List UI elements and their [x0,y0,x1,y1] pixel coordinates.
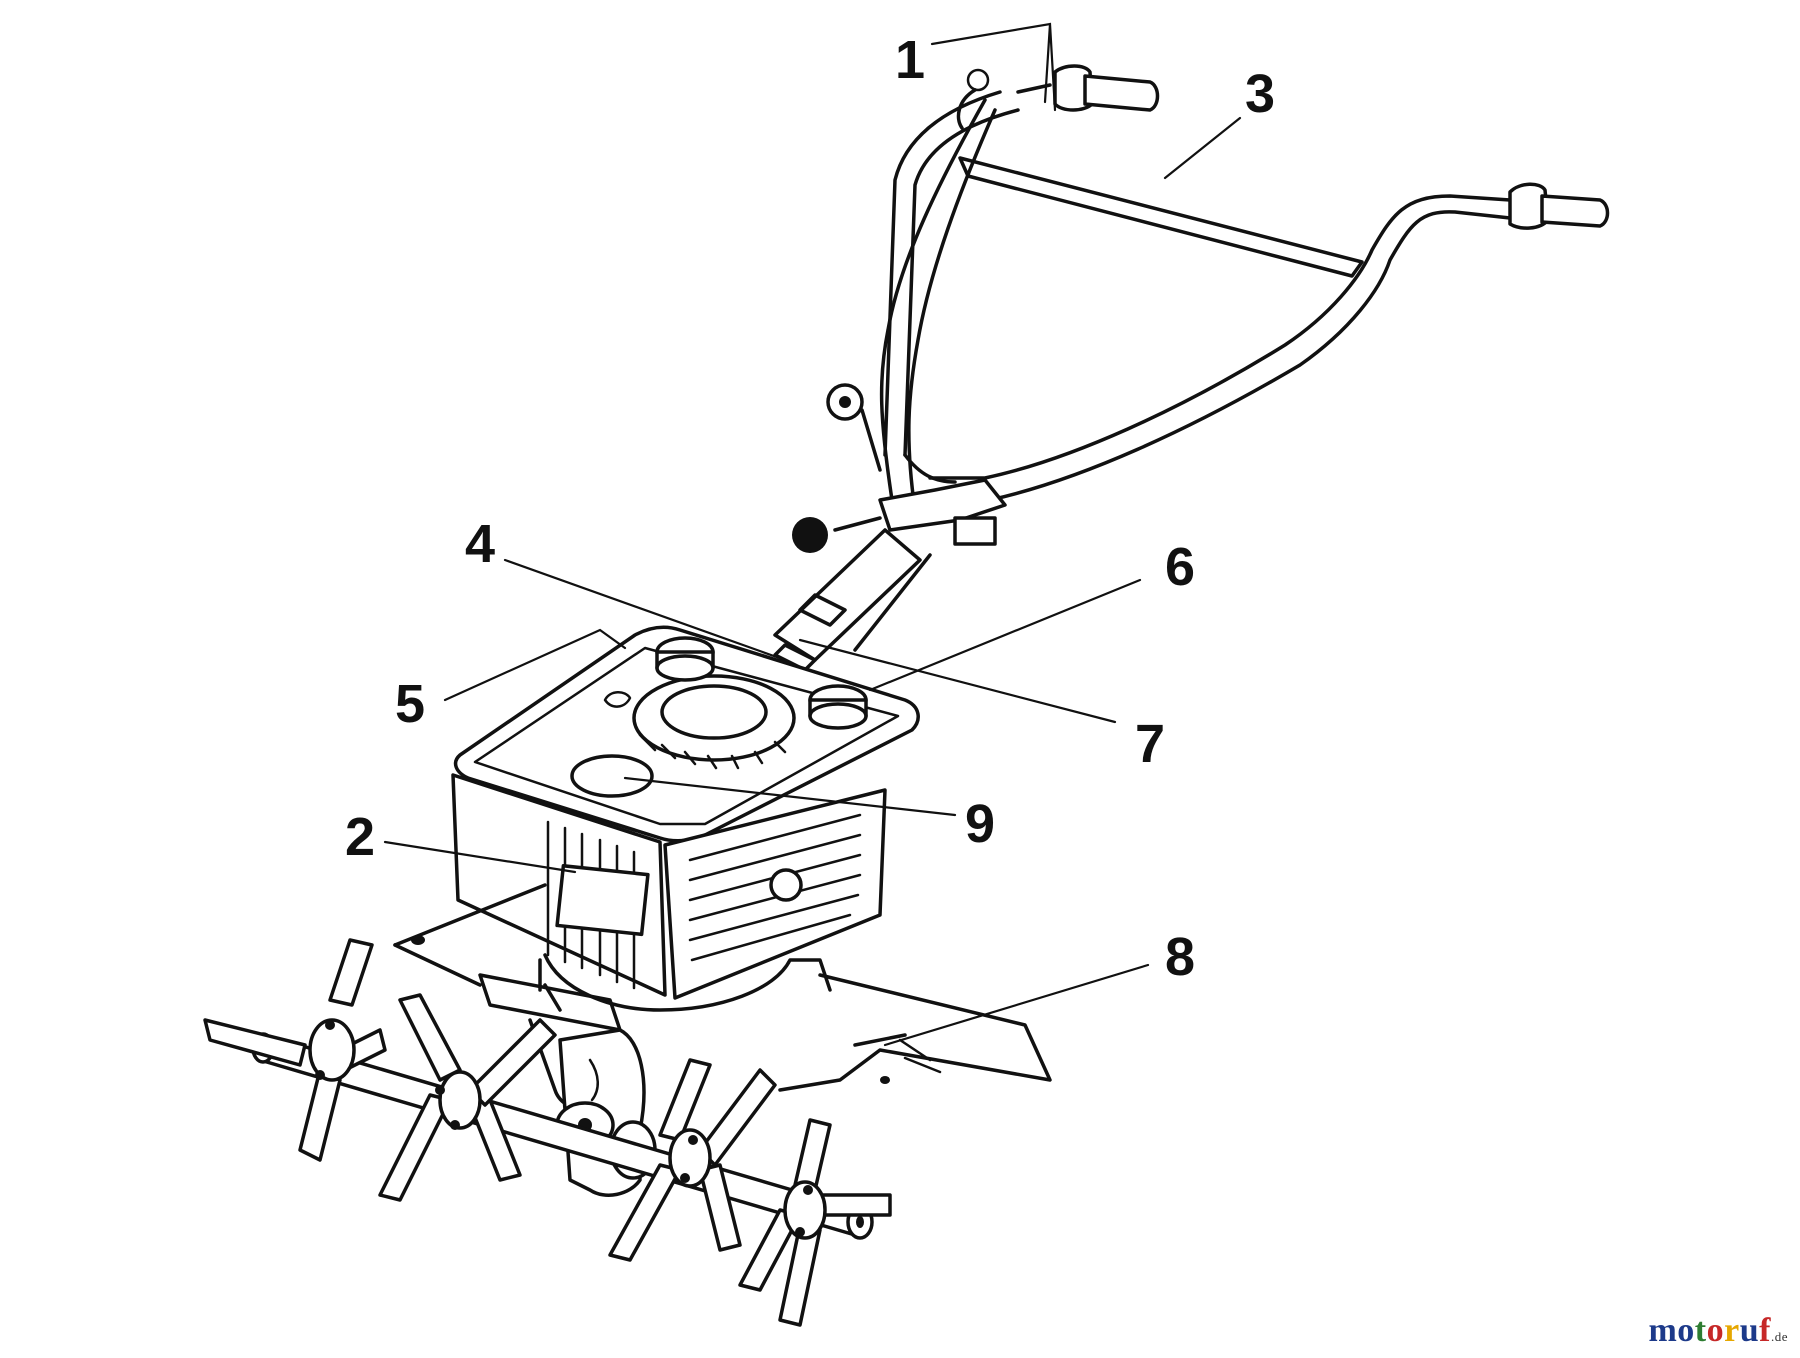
callout-4: 4 [465,514,495,574]
watermark-suffix: .de [1770,1329,1788,1344]
watermark-letter: f [1759,1312,1771,1349]
engine [451,625,920,1012]
callout-2: 2 [345,807,375,867]
leader-8 [883,963,1150,1047]
callout-numbers: 1 2 3 4 5 6 7 8 9 [345,30,1275,987]
watermark-letter: u [1739,1312,1760,1349]
leader-4 [503,558,787,662]
leader-9 [623,776,957,817]
watermark-letter: m [1648,1312,1678,1349]
watermark-text: motoruf [1648,1312,1771,1349]
callout-7: 7 [1135,714,1165,774]
leader-1 [930,22,1057,112]
leader-2 [383,840,577,874]
callout-9: 9 [965,794,995,854]
watermark-letter: o [1677,1312,1695,1349]
watermark-logo: motoruf.de [1648,1312,1788,1350]
callout-6: 6 [1165,537,1195,597]
tines [203,938,892,1327]
handlebar [879,64,1610,512]
callout-8: 8 [1165,927,1195,987]
watermark-letter: o [1706,1312,1725,1349]
leader-6 [868,578,1142,692]
leader-3 [1163,116,1242,180]
watermark-letter: t [1694,1312,1707,1349]
callout-3: 3 [1245,64,1275,124]
leader-5 [443,628,627,702]
callout-5: 5 [395,674,425,734]
leader-lines [383,22,1242,1047]
leader-7 [798,638,1117,724]
callout-1: 1 [895,30,925,90]
handle-support [773,383,1007,672]
watermark-letter: r [1724,1312,1740,1349]
